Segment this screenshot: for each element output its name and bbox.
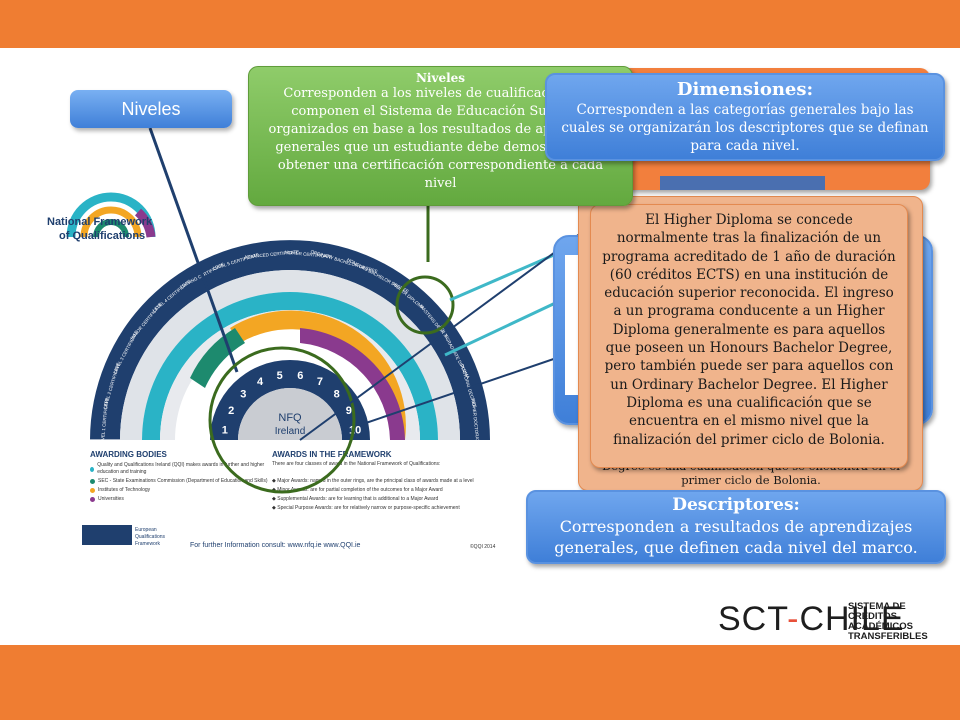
dimensiones-box-title: Dimensiones: — [676, 79, 814, 100]
outer-awards-ring — [90, 240, 490, 440]
legend-dot-icon — [90, 466, 95, 472]
dimensiones-definition-box: Dimensiones: Corresponden a las categorí… — [545, 73, 945, 161]
logo-line-2: of Qualifications — [59, 230, 146, 242]
levels-highlight-circle — [208, 346, 356, 494]
award-ring-label: HIGHER DOCTORATE — [471, 398, 481, 445]
eqf-label: European Qualifications Framework — [135, 527, 166, 547]
higher-diploma-text: El Higher Diploma se concede normalmente… — [602, 212, 896, 448]
level-number: 8 — [334, 388, 340, 400]
sct-chile-wordmark: SCT-CHILE — [718, 600, 905, 638]
awarding-bodies-title: AWARDING BODIES — [90, 450, 167, 459]
level-number: 2 — [228, 405, 234, 417]
awards-title: AWARDS IN THE FRAMEWORK — [272, 450, 392, 459]
award-ring-label: LEVEL 1 CERTIFICATE — [100, 398, 110, 446]
level-number: 9 — [346, 405, 352, 417]
level-number: 7 — [317, 376, 323, 388]
award-ring-label: ADVANCED CERTIFICATE — [244, 249, 299, 259]
copyright: ©QQI 2014 — [470, 544, 496, 550]
awarding-body-item: Quality and Qualifications Ireland (QQI)… — [90, 462, 280, 476]
award-class-item: ◆ Special Purpose Awards: are for relati… — [272, 505, 460, 511]
descriptores-definition-box: Descriptores: Corresponden a resultados … — [526, 490, 946, 564]
award-class-item: ◆ Supplemental Awards: are for learning … — [272, 496, 439, 502]
niveles-box-title: Niveles — [415, 71, 466, 85]
award-ring-label: HIGHER CERTIFICATE — [284, 250, 332, 260]
bottom-orange-bar — [0, 645, 960, 720]
level-ring — [210, 360, 370, 440]
award-class-item: ◆ Major Awards: named in the outer rings… — [272, 478, 474, 484]
award-classes-list: ◆ Major Awards: named in the outer rings… — [272, 478, 502, 514]
navy-pointer-1 — [299, 229, 586, 441]
top-orange-bar — [0, 0, 960, 48]
legend-dot-icon — [90, 488, 95, 493]
qqi-ring — [142, 292, 438, 440]
level-number: 5 — [277, 370, 283, 382]
legend-dot-icon — [90, 479, 95, 484]
higher-diploma-box: El Higher Diploma se concede normalmente… — [590, 204, 908, 468]
level-number: 4 — [257, 376, 264, 388]
nfq-center-label: NFQ — [278, 412, 302, 424]
universities-ring — [300, 328, 405, 440]
further-info: For further Information consult: www.nfq… — [190, 542, 361, 549]
awarding-body-item: SEC - State Examinations Commission (Dep… — [90, 478, 280, 485]
award-class-item: ◆ Minor Awards: are for partial completi… — [272, 487, 443, 493]
descriptores-box-title: Descriptores: — [672, 495, 800, 515]
legend-dot-icon — [90, 497, 95, 502]
level-number: 6 — [297, 370, 303, 382]
awarding-bodies-legend: Quality and Qualifications Ireland (QQI)… — [90, 462, 280, 505]
level-number: 3 — [240, 388, 246, 400]
awards-intro: There are four classes of award in the N… — [272, 461, 441, 467]
awarding-body-item: Institutes of Technology — [90, 487, 280, 494]
white-ring — [120, 270, 460, 440]
ireland-center-label: Ireland — [275, 426, 306, 437]
nfq-logo — [66, 192, 156, 238]
awarding-body-item: Universities — [90, 496, 280, 503]
niveles-box-text: Corresponden a los niveles de cualificac… — [268, 86, 613, 191]
descriptores-box-text: Corresponden a resultados de aprendizaje… — [554, 517, 918, 557]
sct-chile-logo: SCT-CHILE SISTEMA DE CRÉDITOS ACADÉMICOS… — [718, 600, 928, 642]
eqf-logo — [82, 525, 132, 545]
higher-diploma-highlight-circle — [395, 275, 455, 335]
navy-pointer-2 — [359, 349, 581, 426]
dimensiones-box-text: Corresponden a las categorías generales … — [561, 102, 929, 154]
niveles-label-button[interactable]: Niveles — [70, 90, 232, 128]
sec-ring — [190, 328, 245, 388]
level-number: 1 — [222, 425, 228, 437]
logo-line-1: National Framework — [47, 216, 153, 228]
sct-chile-subtitle: SISTEMA DE CRÉDITOS ACADÉMICOS TRANSFERI… — [848, 601, 928, 642]
niveles-pointer-line — [148, 127, 239, 373]
iot-ring — [230, 310, 406, 440]
